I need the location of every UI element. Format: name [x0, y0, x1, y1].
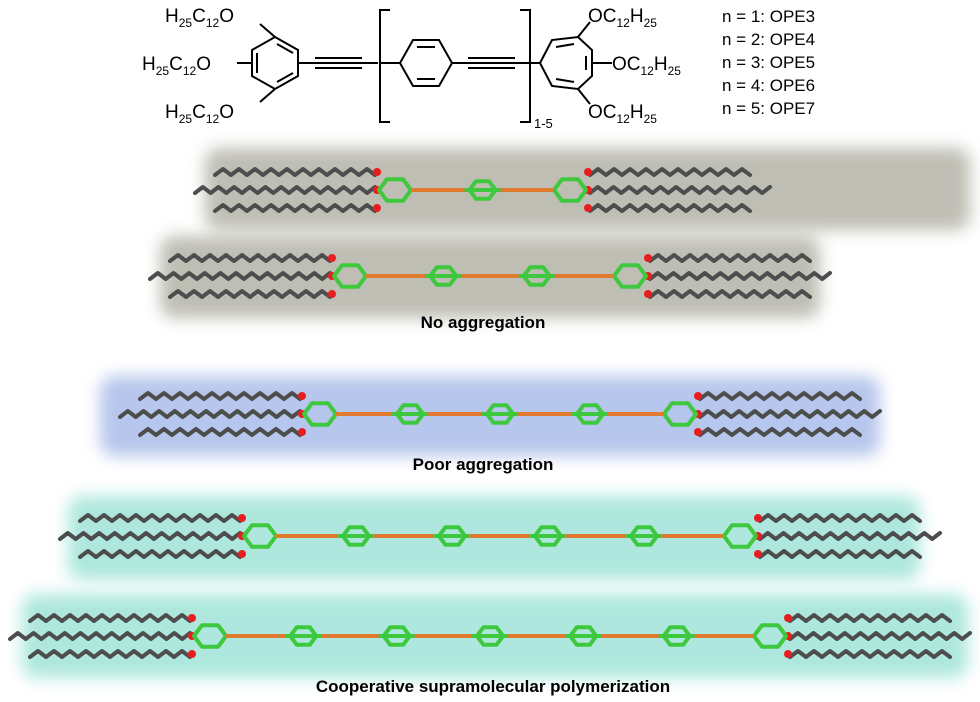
- oxygen-atom: [694, 392, 702, 400]
- alkyl-chain-right: [648, 289, 812, 299]
- terminal-ring-left: [302, 401, 338, 427]
- alkyl-chain-right: [588, 203, 752, 213]
- right-alkoxy-labels: OC12H25 OC12H25 OC12H25: [588, 6, 681, 126]
- oxygen-atom: [584, 204, 592, 212]
- phenylene-ring: [341, 525, 371, 547]
- model-OPE7: [8, 594, 972, 678]
- oxygen-atom: [188, 650, 196, 658]
- oxygen-atom: [644, 254, 652, 262]
- oxygen-atom: [328, 254, 336, 262]
- model-OPE4: [148, 236, 832, 318]
- alkyl-chain-left: [148, 271, 332, 281]
- left-group-top: H25C12O: [165, 6, 234, 30]
- legend-row-1: n = 1: OPE3: [722, 7, 815, 26]
- alkyl-chain-left: [58, 531, 242, 541]
- alkyl-chain-right: [788, 631, 972, 641]
- oxygen-atom: [584, 168, 592, 176]
- alkyl-chain-left: [213, 167, 377, 177]
- alkyl-chain-right: [758, 531, 942, 541]
- terminal-ring-left: [242, 523, 278, 549]
- alkyl-chain-right: [648, 271, 832, 281]
- terminal-ring-left: [377, 177, 413, 203]
- legend-row-5: n = 5: OPE7: [722, 99, 815, 118]
- model-OPE6: [58, 496, 942, 580]
- alkyl-chain-right: [588, 185, 772, 195]
- caption-cooperative-polymerization: Cooperative supramolecular polymerizatio…: [316, 677, 670, 696]
- oxygen-atom: [373, 204, 381, 212]
- alkyl-chain-right: [588, 167, 752, 177]
- alkyl-chain-left: [213, 203, 377, 213]
- alkyl-chain-left: [78, 549, 242, 559]
- phenylene-ring: [381, 625, 412, 647]
- phenylene-ring: [288, 625, 319, 647]
- oxygen-atom: [754, 514, 762, 522]
- phenylene-ring: [467, 179, 498, 201]
- caption-poor-aggregation: Poor aggregation: [413, 455, 554, 474]
- right-group-bottom: OC12H25: [588, 102, 657, 126]
- alkyl-chain-left: [138, 391, 302, 401]
- oligomer-legend: n = 1: OPE3 n = 2: OPE4 n = 3: OPE5 n = …: [722, 7, 815, 118]
- alkyl-chain-left: [118, 409, 302, 419]
- oxygen-atom: [328, 290, 336, 298]
- oxygen-atom: [754, 550, 762, 558]
- right-group-top: OC12H25: [588, 6, 657, 30]
- phenylene-ring: [661, 625, 692, 647]
- alkyl-chain-right: [648, 253, 812, 263]
- alkyl-chain-left: [138, 427, 302, 437]
- alkyl-chain-left: [193, 185, 377, 195]
- phenylene-ring: [485, 403, 515, 425]
- alkyl-chain-right: [698, 409, 882, 419]
- oxygen-atom: [784, 650, 792, 658]
- oxygen-atom: [694, 428, 702, 436]
- alkyl-chain-right: [758, 549, 922, 559]
- model-OPE3: [193, 148, 970, 230]
- phenylene-ring: [437, 525, 467, 547]
- alkyl-chain-right: [758, 513, 922, 523]
- alkyl-chain-left: [78, 513, 242, 523]
- alkyl-chain-right: [788, 613, 952, 623]
- model-OPE5: [100, 376, 882, 456]
- phenylene-ring: [428, 265, 459, 287]
- repeat-subscript: 1-5: [534, 116, 553, 131]
- oxygen-atom: [238, 550, 246, 558]
- phenylene-ring: [521, 265, 552, 287]
- oxygen-atom: [373, 168, 381, 176]
- alkyl-chain-left: [28, 613, 192, 623]
- terminal-ring-left: [192, 623, 228, 649]
- alkyl-chain-left: [8, 631, 192, 641]
- phenylene-ring: [533, 525, 563, 547]
- left-alkoxy-labels: H25C12O H25C12O H25C12O: [142, 6, 234, 126]
- legend-row-3: n = 3: OPE5: [722, 53, 815, 72]
- legend-row-4: n = 4: OPE6: [722, 76, 815, 95]
- phenylene-ring: [575, 403, 605, 425]
- phenylene-ring: [629, 525, 659, 547]
- alkyl-chain-right: [698, 427, 862, 437]
- alkyl-chain-left: [168, 253, 332, 263]
- phenylene-ring: [475, 625, 505, 647]
- phenylene-ring: [395, 403, 425, 425]
- right-group-middle: OC12H25: [612, 54, 681, 78]
- caption-no-aggregation: No aggregation: [421, 313, 546, 332]
- left-group-middle: H25C12O: [142, 54, 211, 78]
- phenylene-ring: [568, 625, 599, 647]
- legend-row-2: n = 2: OPE4: [722, 30, 815, 49]
- oxygen-atom: [298, 392, 306, 400]
- oxygen-atom: [784, 614, 792, 622]
- oxygen-atom: [644, 290, 652, 298]
- molecular-models: [8, 148, 972, 678]
- alkyl-chain-left: [168, 289, 332, 299]
- terminal-ring-left: [332, 263, 368, 289]
- oxygen-atom: [298, 428, 306, 436]
- chemical-structure: [237, 9, 612, 123]
- alkyl-chain-left: [28, 649, 192, 659]
- oxygen-atom: [188, 614, 196, 622]
- alkyl-chain-right: [698, 391, 862, 401]
- left-group-bottom: H25C12O: [165, 102, 234, 126]
- oxygen-atom: [238, 514, 246, 522]
- alkyl-chain-right: [788, 649, 952, 659]
